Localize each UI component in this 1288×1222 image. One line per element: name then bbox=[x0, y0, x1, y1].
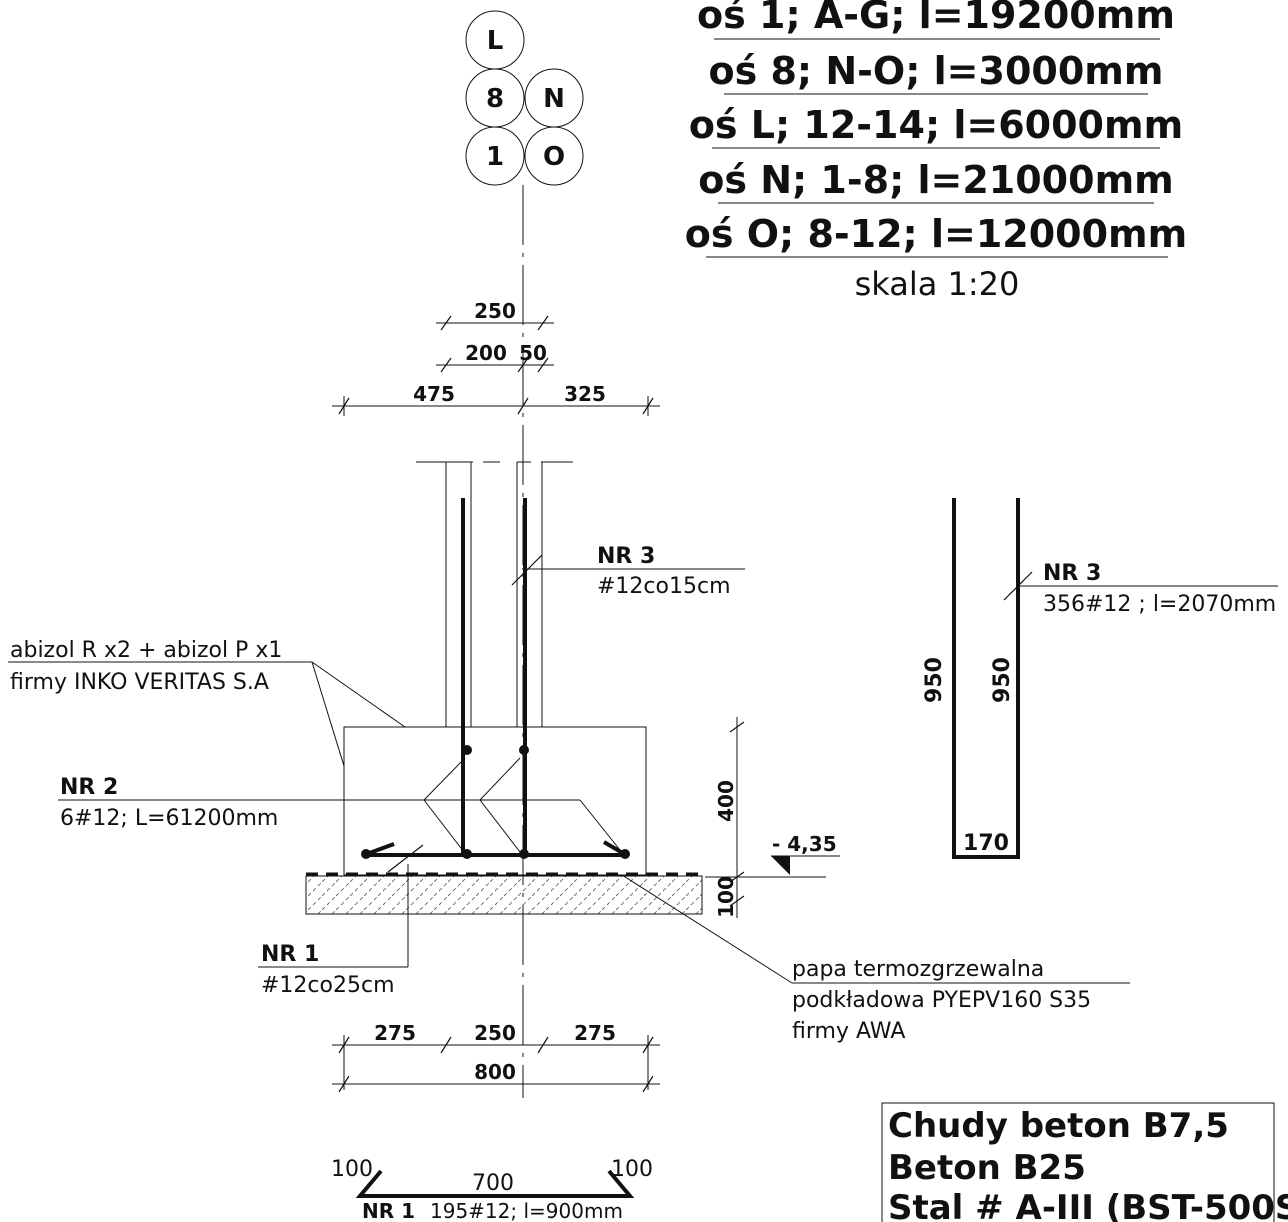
nr1-spec: #12co25cm bbox=[261, 973, 395, 998]
bar-nr3-spec: 356#12 ; l=2070mm bbox=[1043, 592, 1276, 617]
bar-nr3-leg-left: 950 bbox=[922, 657, 947, 703]
level-value: - 4,35 bbox=[772, 832, 837, 856]
papa-line-2: podkładowa PYEPV160 S35 bbox=[792, 988, 1091, 1013]
papa-line-1: papa termozgrzewalna bbox=[792, 957, 1044, 982]
material-lean-concrete: Chudy beton B7,5 bbox=[888, 1106, 1229, 1146]
dim-bot-800: 800 bbox=[474, 1060, 516, 1084]
papa-line-3: firmy AWA bbox=[792, 1019, 905, 1044]
dim-bot-250: 250 bbox=[474, 1021, 516, 1045]
header-line-4: oś N; 1-8; l=21000mm bbox=[698, 158, 1174, 202]
bar-nr1-shape bbox=[355, 1169, 635, 1198]
rebar-tick bbox=[511, 554, 543, 586]
leader-lines bbox=[8, 568, 1130, 984]
dim-left-475: 475 bbox=[413, 382, 455, 406]
rebar-nr2-dot bbox=[519, 745, 529, 755]
materials-frame bbox=[881, 1102, 1275, 1222]
header-line-2: oś 8; N-O; l=3000mm bbox=[709, 49, 1164, 93]
bar-nr3-shape bbox=[952, 498, 1020, 859]
footing-outline bbox=[343, 726, 647, 876]
rebar-nr2-dot bbox=[361, 849, 371, 859]
material-concrete: Beton B25 bbox=[888, 1148, 1086, 1188]
rebar-nr2-dot bbox=[519, 849, 529, 859]
callout-labels: NR 3 #12co15cm abizol R x2 + abizol P x1… bbox=[10, 544, 1091, 1044]
materials-box: Chudy beton B7,5 Beton B25 Stal # A-III … bbox=[881, 1102, 1288, 1222]
axis-label-n: N bbox=[543, 84, 565, 114]
dim-h-100: 100 bbox=[714, 876, 738, 918]
bar-nr3-leg-right: 950 bbox=[990, 657, 1015, 703]
axis-label-o: O bbox=[543, 142, 565, 172]
nr3-spec: #12co15cm bbox=[597, 574, 731, 599]
header-block: oś 1; A-G; l=19200mm oś 8; N-O; l=3000mm… bbox=[685, 0, 1187, 303]
dim-top-200: 200 bbox=[465, 341, 507, 365]
axis-label-1: 1 bbox=[486, 142, 504, 172]
bar-nr1-title: NR 1 bbox=[362, 1199, 415, 1222]
axis-bubble-1 bbox=[465, 126, 525, 186]
abizol-line-2: firmy INKO VERITAS S.A bbox=[10, 670, 269, 695]
axis-bubble-o bbox=[524, 126, 584, 186]
height-dimensions: 400 100 - 4,35 bbox=[714, 717, 840, 918]
bar-nr1-middle: 700 bbox=[472, 1171, 514, 1196]
header-line-5: oś O; 8-12; l=12000mm bbox=[685, 212, 1187, 256]
bar-nr1-hook-right: 100 bbox=[611, 1157, 653, 1182]
rebar-nr2-dot bbox=[462, 849, 472, 859]
axis-label-8: 8 bbox=[486, 84, 504, 114]
bar-nr3-base: 170 bbox=[963, 831, 1009, 856]
bar-shape-nr1: 100 700 100 NR 1 195#12; l=900mm bbox=[331, 1157, 653, 1222]
bar-nr1-spec: 195#12; l=900mm bbox=[430, 1199, 623, 1222]
bar-nr1-hook-left: 100 bbox=[331, 1157, 373, 1182]
rebar-nr2-dot bbox=[620, 849, 630, 859]
dim-bot-275-right: 275 bbox=[574, 1021, 616, 1045]
dim-top-250: 250 bbox=[474, 299, 516, 323]
axis-label-l: L bbox=[487, 26, 504, 56]
nr1-title: NR 1 bbox=[261, 942, 319, 967]
nr3-title: NR 3 bbox=[597, 544, 655, 569]
header-line-3: oś L; 12-14; l=6000mm bbox=[689, 103, 1183, 147]
nr2-spec: 6#12; L=61200mm bbox=[60, 806, 278, 831]
reinforcement bbox=[361, 498, 630, 873]
bottom-dimensions: 275 250 275 800 bbox=[332, 1021, 660, 1093]
dim-bot-275-left: 275 bbox=[374, 1021, 416, 1045]
abizol-line-1: abizol R x2 + abizol P x1 bbox=[10, 638, 282, 663]
dim-top-50: 50 bbox=[519, 341, 547, 365]
rebar-tick bbox=[387, 844, 424, 873]
wall-section bbox=[416, 461, 573, 727]
dim-right-325: 325 bbox=[564, 382, 606, 406]
dim-h-400: 400 bbox=[714, 780, 738, 822]
nr2-title: NR 2 bbox=[60, 775, 118, 800]
bar-shape-nr3: NR 3 356#12 ; l=2070mm 950 950 170 bbox=[922, 498, 1278, 859]
top-dimensions: 250 200 50 475 325 bbox=[332, 299, 660, 416]
axis-bubbles: L 8 N 1 O bbox=[465, 10, 584, 186]
rebar-nr2-dot bbox=[462, 745, 472, 755]
header-line-1: oś 1; A-G; l=19200mm bbox=[697, 0, 1175, 37]
bar-nr3-title: NR 3 bbox=[1043, 561, 1101, 586]
material-steel: Stal # A-III (BST-500S) bbox=[888, 1188, 1288, 1222]
lean-concrete-layer bbox=[305, 875, 703, 915]
scale-label: skala 1:20 bbox=[855, 265, 1020, 303]
level-marker bbox=[771, 856, 790, 875]
